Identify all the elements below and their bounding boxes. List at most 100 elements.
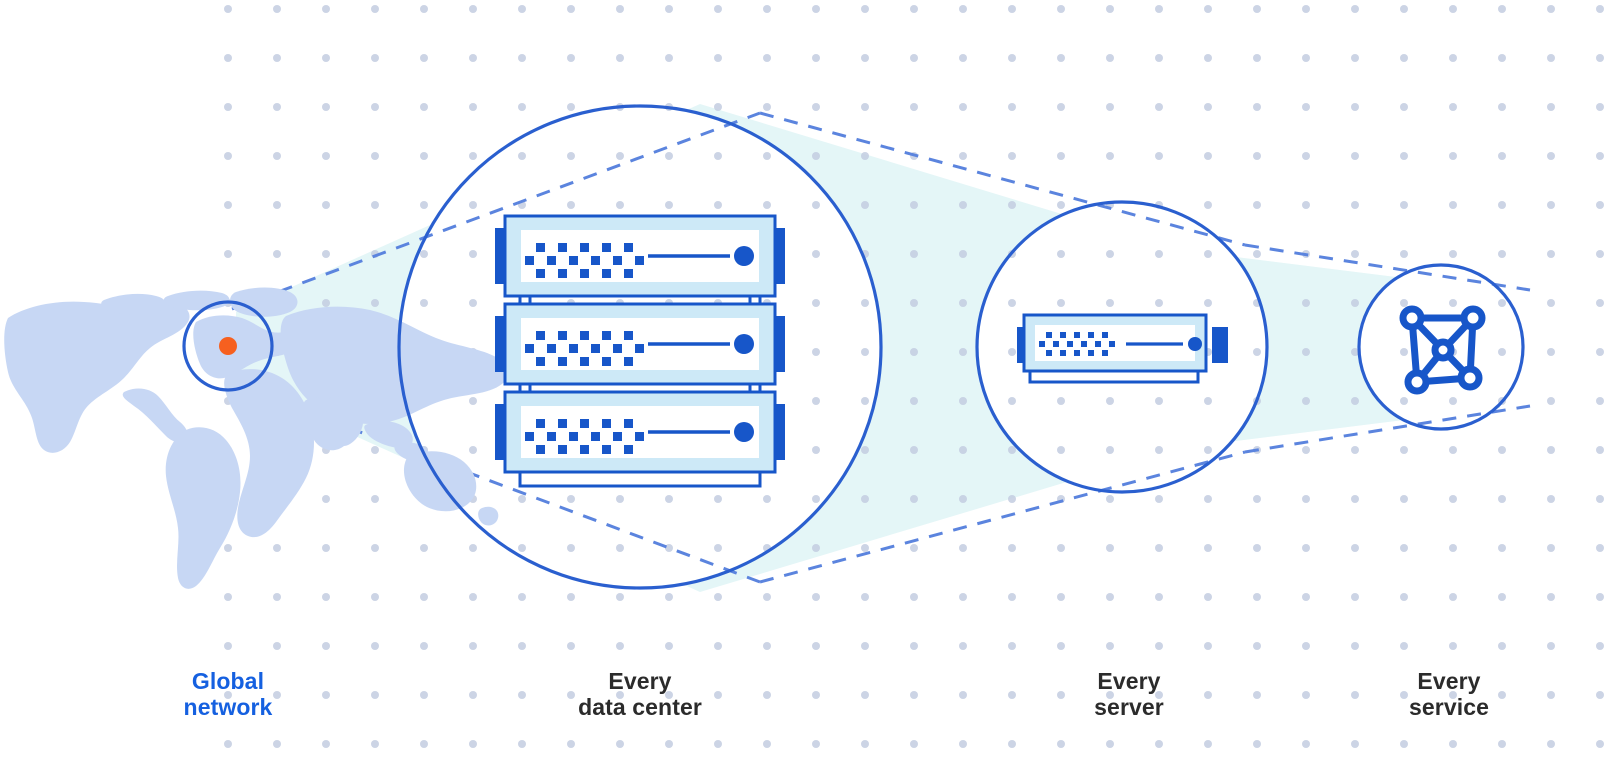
grid-dot	[224, 691, 232, 699]
grid-dot	[420, 250, 428, 258]
grid-dot	[420, 299, 428, 307]
grid-dot	[714, 740, 722, 748]
grid-dot	[273, 544, 281, 552]
grid-dot	[1596, 250, 1604, 258]
grid-dot	[1498, 103, 1506, 111]
grid-dot	[371, 740, 379, 748]
grid-dot	[322, 642, 330, 650]
grid-dot	[1106, 54, 1114, 62]
grid-dot	[273, 152, 281, 160]
grid-dot	[665, 544, 673, 552]
grid-dot	[1008, 103, 1016, 111]
grid-dot	[1106, 740, 1114, 748]
grid-dot	[812, 348, 820, 356]
grid-dot	[273, 593, 281, 601]
grid-dot	[861, 495, 869, 503]
grid-dot	[371, 201, 379, 209]
grid-dot	[665, 495, 673, 503]
grid-dot	[1008, 446, 1016, 454]
grid-dot	[322, 593, 330, 601]
connector-datacenter-to-server-top	[759, 111, 1246, 247]
grid-dot	[1057, 740, 1065, 748]
grid-dot	[1008, 152, 1016, 160]
grid-dot	[1106, 642, 1114, 650]
grid-dot	[1351, 642, 1359, 650]
grid-dot	[763, 103, 771, 111]
grid-dot	[469, 54, 477, 62]
global-network-highlight[interactable]	[182, 300, 274, 392]
grid-dot	[1155, 495, 1163, 503]
grid-dot	[518, 593, 526, 601]
grid-dot	[224, 642, 232, 650]
grid-dot	[1155, 397, 1163, 405]
grid-dot	[1596, 348, 1604, 356]
grid-dot	[1351, 495, 1359, 503]
grid-dot	[1204, 299, 1212, 307]
grid-dot	[812, 642, 820, 650]
grid-dot	[1351, 5, 1359, 13]
grid-dot	[1253, 152, 1261, 160]
grid-dot	[1400, 201, 1408, 209]
grid-dot	[1351, 691, 1359, 699]
grid-dot	[861, 691, 869, 699]
grid-dot	[420, 593, 428, 601]
grid-dot	[1547, 348, 1555, 356]
grid-dot	[959, 201, 967, 209]
grid-dot	[1302, 593, 1310, 601]
grid-dot	[1302, 691, 1310, 699]
grid-dot	[1596, 54, 1604, 62]
globe-location-pin	[219, 337, 237, 355]
grid-dot	[518, 152, 526, 160]
grid-dot	[959, 397, 967, 405]
grid-dot	[1155, 544, 1163, 552]
grid-dot	[959, 642, 967, 650]
grid-dot	[224, 5, 232, 13]
grid-dot	[812, 691, 820, 699]
grid-dot	[273, 103, 281, 111]
grid-dot	[959, 250, 967, 258]
grid-dot	[567, 495, 575, 503]
grid-dot	[1204, 103, 1212, 111]
grid-dot	[1449, 103, 1457, 111]
grid-dot	[567, 103, 575, 111]
grid-dot	[420, 201, 428, 209]
grid-dot	[1596, 495, 1604, 503]
grid-dot	[1449, 152, 1457, 160]
grid-dot	[567, 544, 575, 552]
grid-dot	[1302, 740, 1310, 748]
grid-dot	[371, 691, 379, 699]
grid-dot	[371, 54, 379, 62]
grid-dot	[322, 54, 330, 62]
grid-dot	[714, 201, 722, 209]
grid-dot	[812, 397, 820, 405]
grid-dot	[567, 642, 575, 650]
grid-dot	[322, 544, 330, 552]
grid-dot	[1155, 250, 1163, 258]
grid-dot	[273, 642, 281, 650]
grid-dot	[1106, 593, 1114, 601]
rack-unit-1	[495, 214, 785, 298]
grid-dot	[371, 642, 379, 650]
grid-dot	[1204, 642, 1212, 650]
grid-dot	[1351, 250, 1359, 258]
grid-dot	[714, 593, 722, 601]
grid-dot	[1596, 446, 1604, 454]
grid-dot	[959, 54, 967, 62]
grid-dot	[861, 299, 869, 307]
grid-dot	[616, 740, 624, 748]
server-circle	[975, 200, 1269, 494]
grid-dot	[1400, 691, 1408, 699]
grid-dot	[1057, 250, 1065, 258]
grid-dot	[371, 544, 379, 552]
network-graph-nodes	[1399, 305, 1486, 395]
grid-dot	[1449, 642, 1457, 650]
grid-dot	[1449, 446, 1457, 454]
grid-dot	[322, 691, 330, 699]
grid-dot	[1400, 593, 1408, 601]
connector-globe-to-datacenter-bottom	[231, 382, 761, 584]
grid-dot	[1106, 446, 1114, 454]
grid-dot	[910, 495, 918, 503]
grid-dot	[910, 103, 918, 111]
label-global-network: Global network	[183, 668, 273, 720]
